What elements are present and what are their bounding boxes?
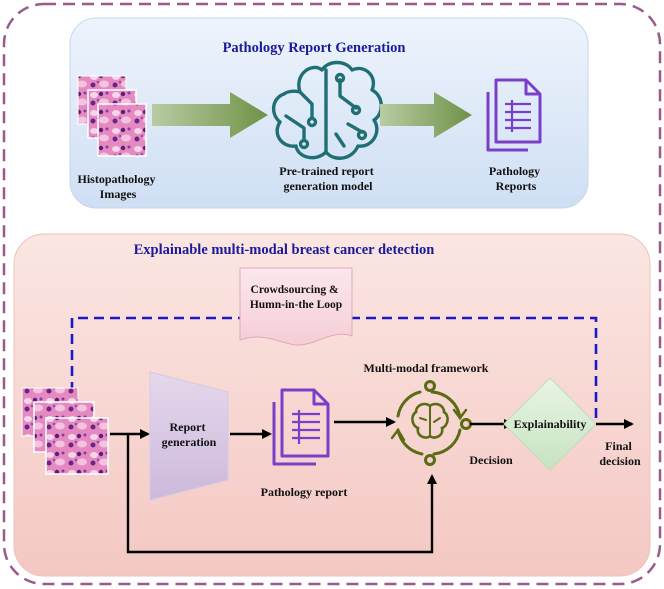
histopathology-label: Histopathology Images: [77, 172, 158, 201]
input-histopathology-icon: [21, 387, 109, 475]
framework-label: Multi-modal framework: [364, 361, 489, 375]
pathology-reports-label: Pathology Reports: [489, 164, 543, 193]
svg-text:Report generation: Report generation: [162, 420, 217, 449]
bottom-panel-title: Explainable multi-modal breast cancer de…: [134, 242, 435, 258]
model-label: Pre-trained report generation model: [279, 164, 377, 193]
top-panel: Pathology Report Generation Histopatholo…: [69, 17, 589, 209]
svg-text:Explainability: Explainability: [514, 417, 587, 431]
green-arrow-2: [380, 92, 472, 138]
pathology-report-label: Pathology report: [261, 485, 348, 499]
pathology-report-icon: [272, 388, 330, 466]
bottom-panel: Explainable multi-modal breast cancer de…: [13, 233, 651, 577]
green-arrow-1: [152, 92, 268, 138]
final-decision-label: Final decision: [599, 439, 641, 468]
explainability-block: Explainability: [503, 377, 597, 471]
bypass-line: [126, 434, 437, 554]
crowdsourcing-note: Crowdsourcing & Humn-in-the Loop: [239, 267, 353, 346]
decision-label: Decision: [469, 453, 513, 467]
svg-text:Crowdsourcing & Humn-i: Crowdsourcing & Humn-in-the Loop: [250, 284, 342, 311]
pathology-reports-icon: [486, 78, 542, 152]
histopathology-images-icon: [77, 75, 147, 157]
ai-brain-icon: [272, 60, 383, 160]
report-generation-block: Report generation: [149, 371, 229, 501]
multimodal-framework-icon: [390, 380, 472, 466]
top-panel-title: Pathology Report Generation: [223, 40, 406, 56]
